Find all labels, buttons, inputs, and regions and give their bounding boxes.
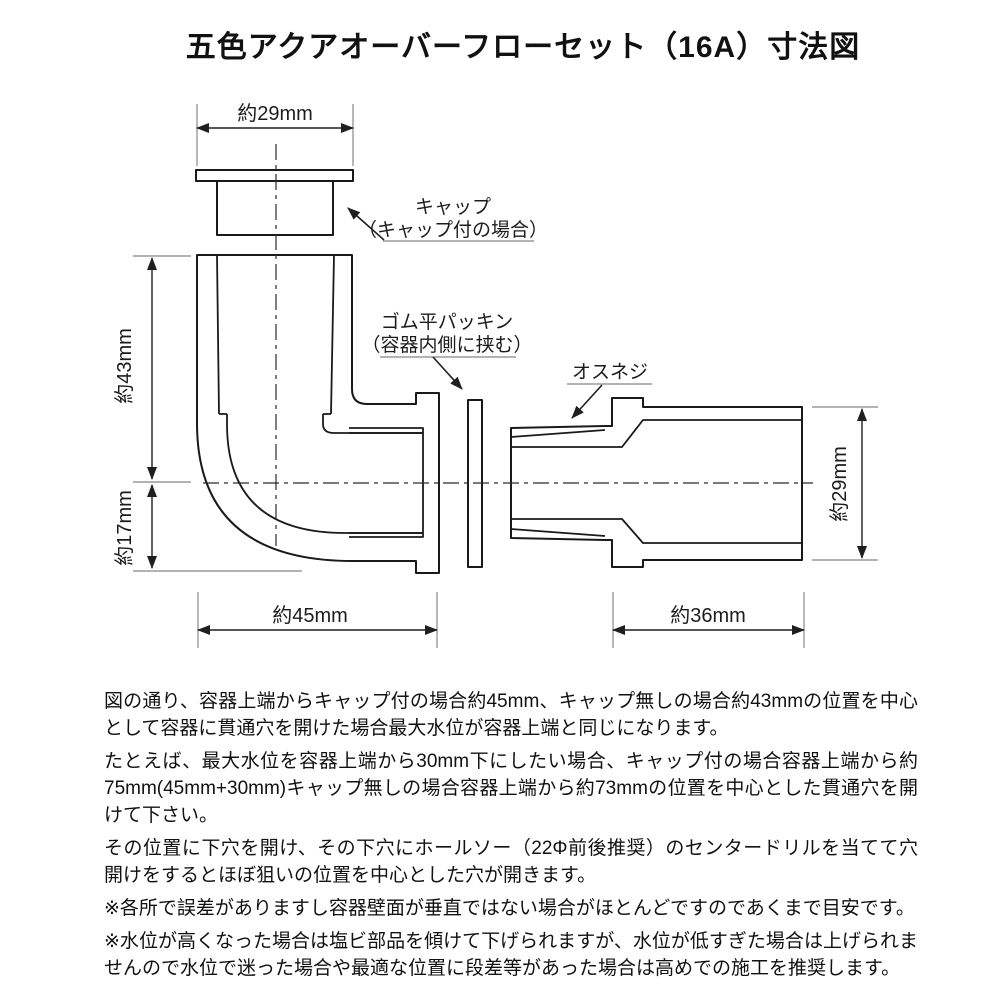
male-thread-leader-arrow xyxy=(571,384,603,419)
dim-text-upper-height: 約43mm xyxy=(113,328,136,404)
note-paragraph-1: 図の通り、容器上端からキャップ付の場合約45mm、キャップ無しの場合約43mmの… xyxy=(104,691,918,739)
cap-label-line2: （キャップ付の場合） xyxy=(358,219,548,241)
notes-block: 図の通り、容器上端からキャップ付の場合約45mm、キャップ無しの場合約43mmの… xyxy=(104,688,918,988)
note-paragraph-5: ※水位が高くなった場合は塩ビ部品を傾けて下げられますが、水位が低すぎた場合は上げ… xyxy=(104,931,918,979)
adapter-thread-lines xyxy=(510,429,606,537)
cap-label-line1: キャップ xyxy=(415,196,491,218)
gasket-label-line2: （容器内側に挟む） xyxy=(361,334,532,356)
dim-text-cap-width: 約29mm xyxy=(237,102,313,125)
note-paragraph-2: たとえば、最大水位を容器上端から30mm下にしたい場合、キャップ付の場合容器上端… xyxy=(104,751,918,826)
adapter-bore-lines xyxy=(512,419,802,544)
elbow-outline xyxy=(196,254,440,574)
page-title: 五色アクアオーバーフローセット（16A）寸法図 xyxy=(185,31,861,64)
note-paragraph-4: ※各所で誤差がありますし容器壁面が垂直ではない場合がほとんどですのであくまで目安… xyxy=(104,898,915,919)
cap-part xyxy=(195,169,354,236)
label-underlines xyxy=(380,240,652,385)
male-thread-label: オスネジ xyxy=(572,362,648,383)
elbow-part xyxy=(196,254,440,574)
cap-leader-arrow xyxy=(347,207,385,241)
dim-text-adapter-length: 約36mm xyxy=(670,604,746,627)
extension-lines xyxy=(133,104,878,648)
dim-text-adapter-diameter: 約29mm xyxy=(828,446,851,522)
dim-text-lower-height: 約17mm xyxy=(113,490,136,566)
dim-text-elbow-length: 約45mm xyxy=(272,604,348,627)
cap-body xyxy=(216,180,334,236)
elbow-socket-lines xyxy=(216,254,335,424)
note-paragraph-3: その位置に下穴を開け、その下穴にホールソー（22Φ前後推奨）のセンタードリルを当… xyxy=(104,838,918,886)
dimension-drawing: 約29mm 約43mm 約17mm 約45mm 約36mm 約29mm キャップ… xyxy=(113,102,878,648)
gasket-leader-arrow xyxy=(432,356,463,390)
cap-flange xyxy=(195,169,354,182)
elbow-bore-curve xyxy=(226,423,423,534)
gasket-label-line1: ゴム平パッキン xyxy=(381,311,513,333)
